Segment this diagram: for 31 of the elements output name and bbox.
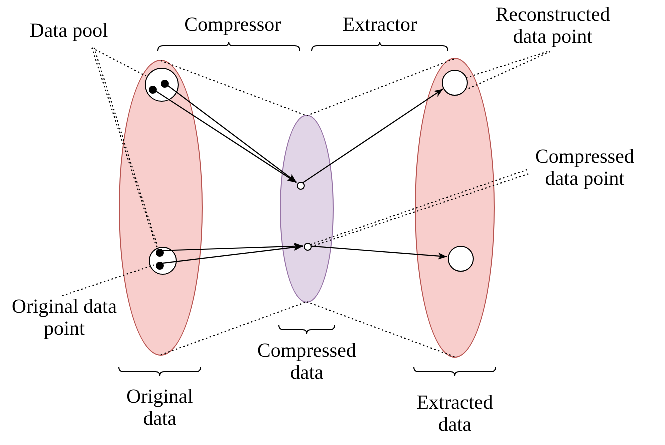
bracket-label: Compressor <box>184 14 282 36</box>
bracket-label: Compressed data <box>256 340 358 384</box>
callout-text: Data pool <box>14 20 124 46</box>
leader-line <box>466 51 551 91</box>
callout-text: Reconstructed data point <box>486 4 620 50</box>
data-pool-circle <box>145 68 179 102</box>
reconstructed-circle <box>448 246 474 272</box>
arrow <box>162 242 304 252</box>
compressed-point <box>304 243 312 251</box>
data-dot <box>149 86 157 94</box>
bracket-label: Extracted data <box>416 392 494 436</box>
arrow <box>303 88 444 184</box>
leader-line <box>62 264 154 297</box>
leader-line <box>160 60 308 116</box>
callout-text: Compressed data point <box>525 146 645 192</box>
leader-line <box>306 302 456 358</box>
data-dot <box>156 249 164 257</box>
data-dot <box>161 80 169 88</box>
leader-line <box>466 51 548 79</box>
arrow <box>162 244 304 264</box>
callout-text: Original data point <box>12 296 117 342</box>
arrow <box>310 246 448 260</box>
reconstructed-circle <box>442 70 468 96</box>
compressed-point <box>297 182 305 190</box>
leader-line <box>92 48 146 77</box>
leader-line <box>160 302 308 356</box>
bracket-label: Original data <box>126 386 194 430</box>
data-pool-circle <box>149 247 177 275</box>
data-dot <box>156 262 164 270</box>
bracket-label: Extractor <box>342 14 418 36</box>
leader-line <box>306 58 456 116</box>
